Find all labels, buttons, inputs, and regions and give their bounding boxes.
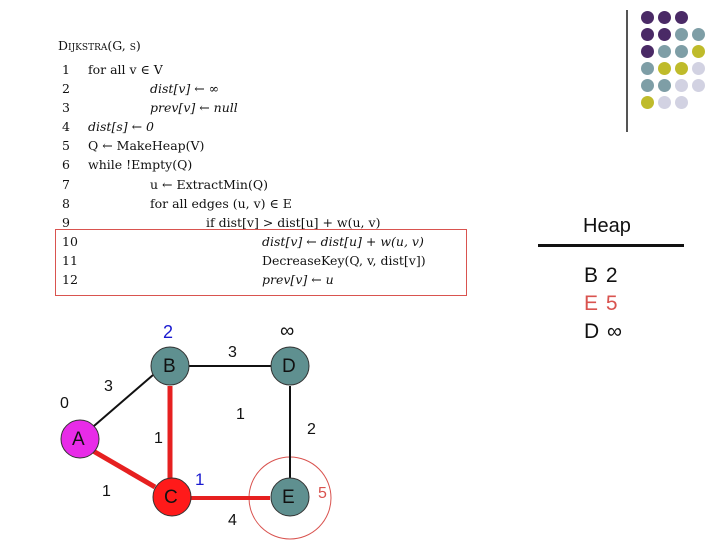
decorative-dot bbox=[658, 96, 671, 109]
decorative-dot bbox=[675, 62, 688, 75]
edge-weight-b-d-update: 1 bbox=[236, 406, 245, 423]
decorative-dot bbox=[692, 79, 705, 92]
code-line: if dist[v] > dist[u] + w(u, v) bbox=[206, 215, 381, 230]
edge-weight-c-e-update: 1 bbox=[195, 470, 205, 489]
decorative-dot bbox=[641, 45, 654, 58]
code-line: prev[v] ← null bbox=[150, 100, 238, 115]
decorative-dot bbox=[641, 28, 654, 41]
decorative-dot bbox=[641, 62, 654, 75]
node-e bbox=[270, 477, 310, 517]
heap-entry: D ∞ bbox=[584, 320, 623, 344]
code-line: for all v ∈ V bbox=[88, 62, 163, 77]
code-line: dist[v] ← dist[u] + w(u, v) bbox=[262, 234, 424, 249]
heap-entry-text: E 5 bbox=[584, 292, 619, 315]
node-label-e: E bbox=[282, 487, 295, 508]
highlight-box bbox=[55, 229, 467, 296]
decorative-vertical-line bbox=[626, 10, 628, 132]
pseudocode-title: Dijkstra(G, s) bbox=[58, 38, 141, 53]
decorative-dot bbox=[658, 79, 671, 92]
heap-entry: E 5 bbox=[584, 292, 619, 316]
line-number: 9 bbox=[62, 215, 70, 230]
decorative-dot bbox=[675, 45, 688, 58]
decorative-dot bbox=[641, 96, 654, 109]
code-line: Q ← MakeHeap(V) bbox=[88, 138, 205, 153]
edge-weight-d-e: 2 bbox=[307, 421, 316, 438]
dist-label-a: 0 bbox=[60, 395, 69, 412]
decorative-dot bbox=[692, 62, 705, 75]
dist-label-b: 2 bbox=[163, 322, 174, 342]
dist-label-e: 5 bbox=[318, 485, 327, 502]
edge-weight-b-d: 3 bbox=[228, 344, 237, 361]
heap-divider bbox=[538, 244, 684, 247]
edge-a-c bbox=[86, 445, 157, 490]
code-line: u ← ExtractMin(Q) bbox=[150, 177, 268, 192]
decorative-dot bbox=[641, 79, 654, 92]
line-number: 12 bbox=[62, 272, 78, 287]
dist-label-d: ∞ bbox=[280, 320, 295, 342]
edge-weight-b-c: 1 bbox=[154, 430, 163, 447]
node-label-d: D bbox=[282, 356, 296, 377]
decorative-dot bbox=[641, 11, 654, 24]
node-label-a: A bbox=[72, 429, 85, 450]
edge-weight-c-e: 4 bbox=[228, 512, 237, 529]
decorative-dot bbox=[658, 28, 671, 41]
code-line: DecreaseKey(Q, v, dist[v]) bbox=[262, 253, 426, 268]
edge-a-b bbox=[86, 374, 154, 433]
line-number: 2 bbox=[62, 81, 70, 96]
pseudocode-block: Dijkstra(G, s) 1 for all v ∈ V 2 dist[v]… bbox=[0, 0, 480, 300]
heap-title: Heap bbox=[583, 215, 631, 237]
edge-weight-a-c: 1 bbox=[102, 483, 111, 500]
decorative-dot bbox=[658, 45, 671, 58]
node-label-c: C bbox=[164, 487, 178, 508]
decorative-dot bbox=[675, 28, 688, 41]
heap-entry-text: B 2 bbox=[584, 264, 619, 287]
heap-entry: B 2 bbox=[584, 264, 619, 288]
node-d bbox=[270, 346, 310, 386]
line-number: 7 bbox=[62, 177, 70, 192]
decorative-dot bbox=[692, 45, 705, 58]
decorative-dot bbox=[675, 79, 688, 92]
line-number: 5 bbox=[62, 138, 70, 153]
line-number: 11 bbox=[62, 253, 78, 268]
node-b bbox=[150, 346, 190, 386]
line-number: 4 bbox=[62, 119, 70, 134]
decorative-dot bbox=[675, 96, 688, 109]
node-a bbox=[60, 419, 100, 459]
code-line: for all edges (u, v) ∈ E bbox=[150, 196, 292, 211]
code-line: while !Empty(Q) bbox=[88, 157, 193, 172]
line-number: 1 bbox=[62, 62, 70, 77]
code-line: dist[v] ← ∞ bbox=[150, 81, 220, 96]
edge-weight-a-b: 3 bbox=[104, 378, 113, 395]
node-c bbox=[152, 477, 192, 517]
line-number: 10 bbox=[62, 234, 78, 249]
line-number: 6 bbox=[62, 157, 70, 172]
decorative-dot bbox=[658, 11, 671, 24]
code-line: prev[v] ← u bbox=[262, 272, 334, 287]
decorative-dot bbox=[658, 62, 671, 75]
decorative-dot bbox=[675, 11, 688, 24]
line-number: 3 bbox=[62, 100, 70, 115]
code-line: dist[s] ← 0 bbox=[88, 119, 154, 134]
decorative-dot bbox=[692, 28, 705, 41]
node-label-b: B bbox=[163, 356, 176, 377]
heap-entry-text: D ∞ bbox=[584, 320, 623, 343]
line-number: 8 bbox=[62, 196, 70, 211]
